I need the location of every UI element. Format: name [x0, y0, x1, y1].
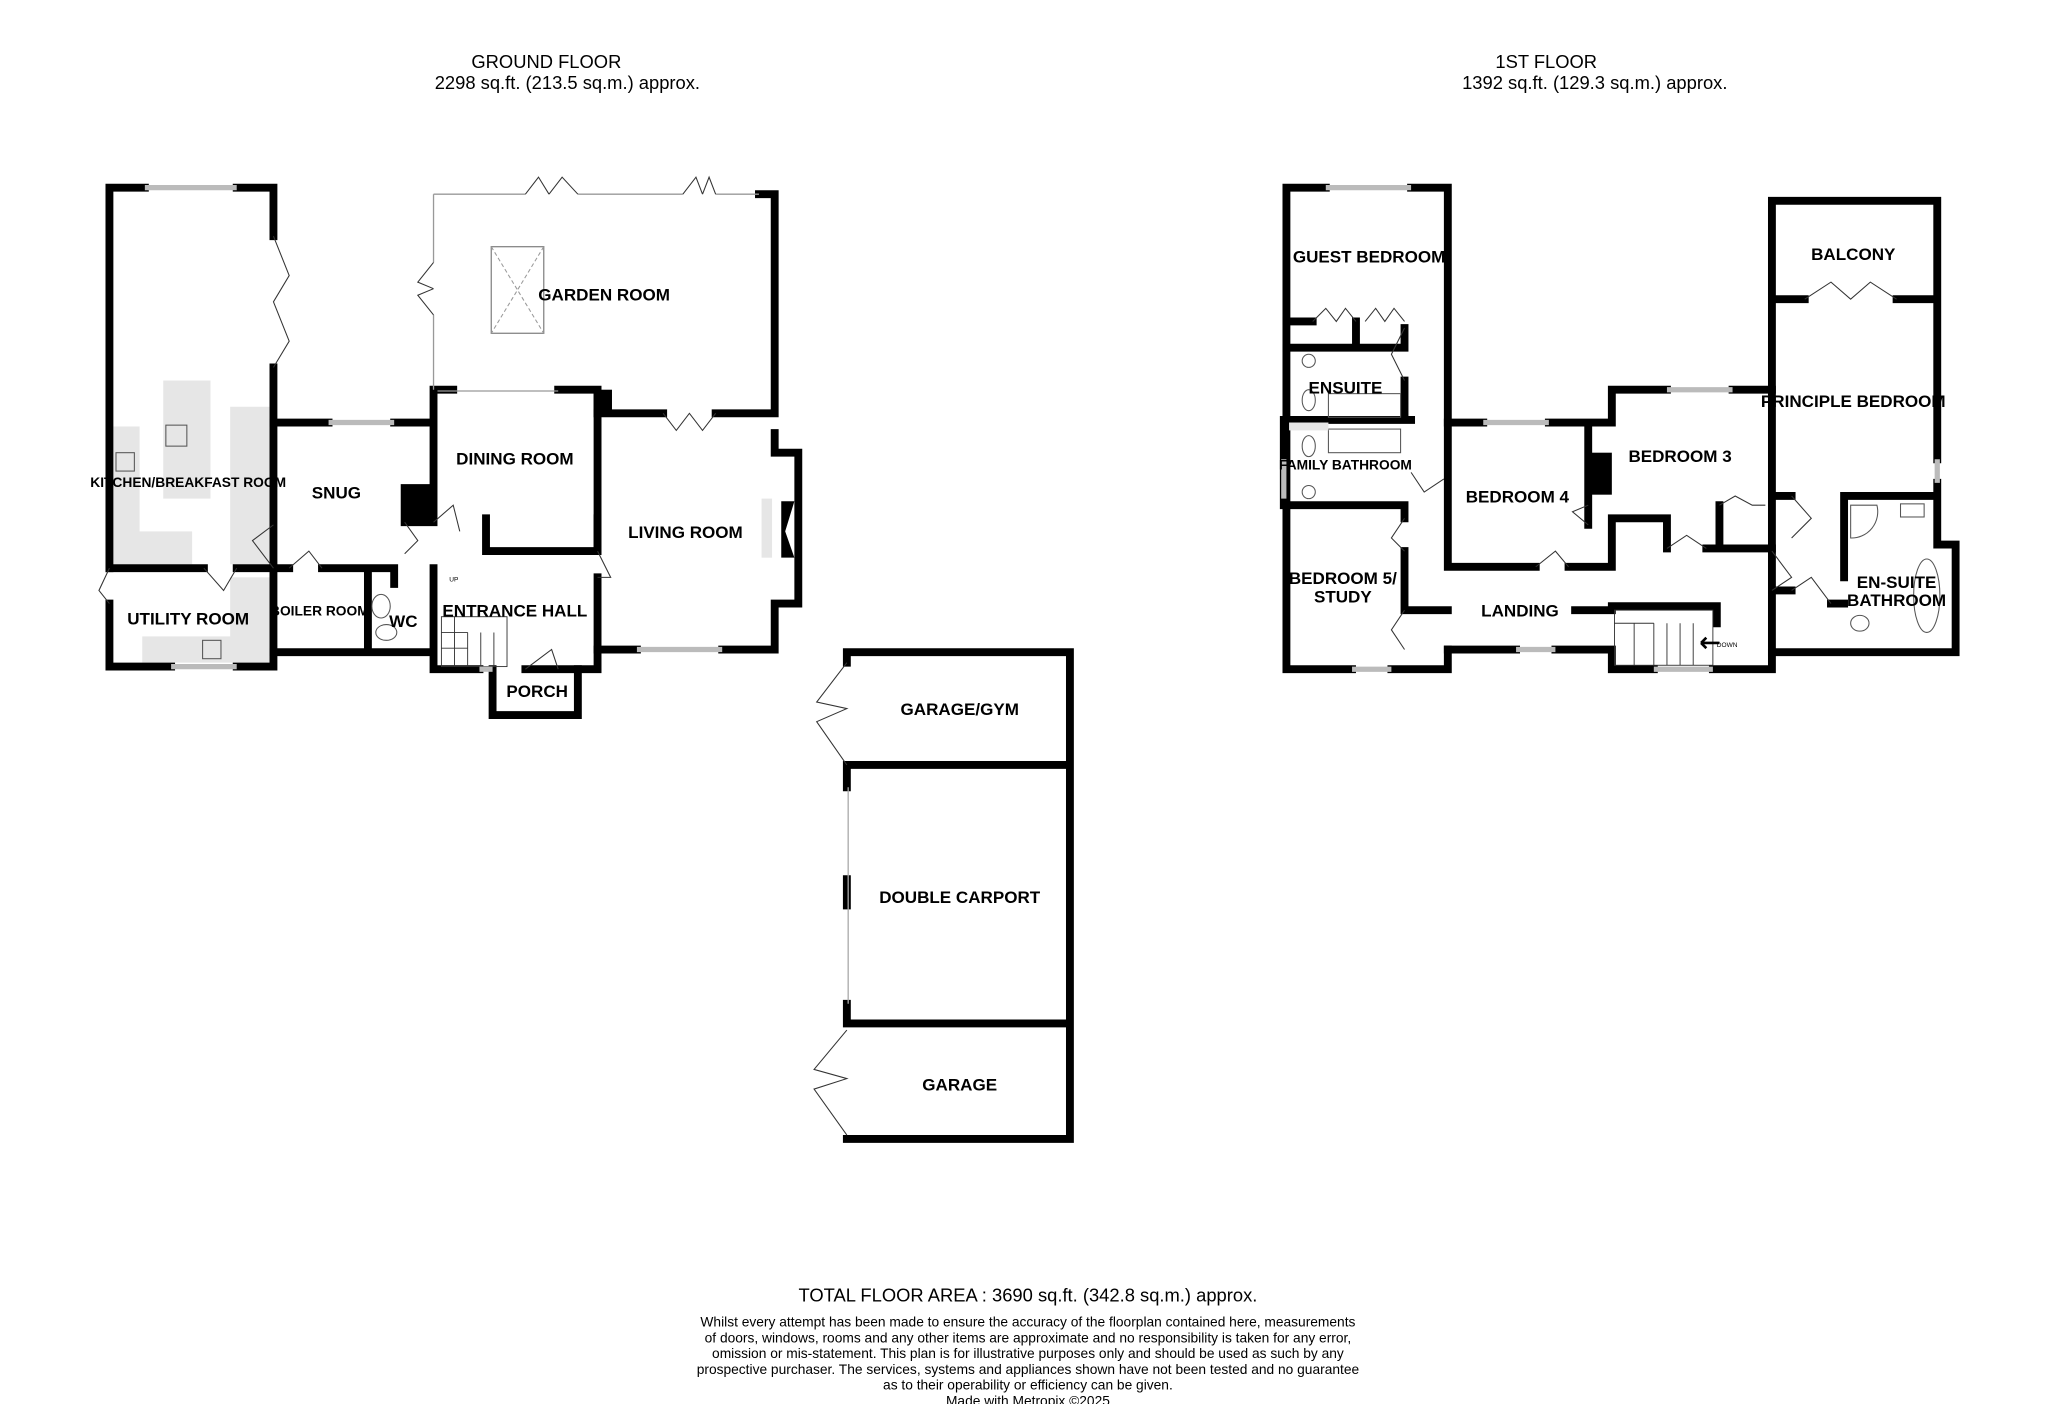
- ground-floor-plan: UP KITCHEN/BREAKFAS: [90, 175, 803, 720]
- outbuilding-plan: GARAGE/GYM DOUBLE CARPORT GARAGE: [813, 648, 1074, 1143]
- room-label-principle-bedroom: PRINCIPLE BEDROOM: [1761, 392, 1946, 411]
- hob-icon: [165, 424, 188, 447]
- room-label-wc: WC: [389, 612, 417, 631]
- room-label-utility-room: UTILITY ROOM: [127, 610, 249, 629]
- outbuilding-walls: [842, 648, 1074, 1143]
- dining-walls: [482, 385, 602, 556]
- lower-walls: [269, 564, 602, 674]
- disclaimer-line: omission or mis-statement. This plan is …: [712, 1346, 1344, 1361]
- porch-walls: [488, 665, 582, 720]
- room-label-landing: LANDING: [1481, 602, 1559, 621]
- stairs: [1614, 609, 1720, 666]
- room-label-balcony: BALCONY: [1811, 245, 1896, 264]
- landing-walls: [1443, 602, 1776, 674]
- room-label-living-room: LIVING ROOM: [628, 523, 743, 542]
- windows: [1281, 185, 1940, 672]
- room-label-garage-gym: GARAGE/GYM: [901, 700, 1019, 719]
- kitchen-counter: [230, 406, 270, 565]
- utility-counter: [230, 577, 270, 643]
- disclaimer-line: Whilst every attempt has been made to en…: [700, 1315, 1355, 1330]
- kitchen-walls: [105, 183, 278, 671]
- first-floor-title: 1ST FLOOR: [1495, 51, 1597, 72]
- fireplace-icon: [781, 501, 795, 558]
- disclaimer-line: prospective purchaser. The services, sys…: [697, 1362, 1360, 1377]
- chimney-block: [1585, 452, 1612, 495]
- windows: [144, 185, 723, 672]
- hearth: [761, 498, 773, 558]
- bathroom-fixtures: [1301, 353, 1941, 633]
- first-floor-area: 1392 sq.ft. (129.3 sq.m.) approx.: [1462, 72, 1727, 93]
- principle-walls: [1767, 196, 1960, 657]
- toilet-icon: [375, 624, 398, 641]
- sink-icon: [202, 639, 222, 660]
- room-label-garage: GARAGE: [922, 1075, 997, 1094]
- room-label-boiler-room: BOILER ROOM: [270, 603, 369, 618]
- vanity: [1289, 422, 1329, 431]
- basin-icon: [371, 593, 391, 619]
- room-label-snug: SNUG: [312, 484, 361, 503]
- room-label-en-suite-line1: EN-SUITE: [1857, 573, 1937, 592]
- stairs-up-label: UP: [449, 576, 459, 583]
- room-label-bedroom3: BEDROOM 3: [1628, 447, 1731, 466]
- room-label-kitchen: KITCHEN/BREAKFAST ROOM: [90, 475, 286, 490]
- disclaimer-line: as to their operability or efficiency ca…: [883, 1378, 1173, 1393]
- garage-doors: [813, 662, 849, 1136]
- guest-wing-walls: [1282, 183, 1452, 674]
- room-label-bedroom5-line1: BEDROOM 5/: [1289, 569, 1397, 588]
- total-floor-area: TOTAL FLOOR AREA : 3690 sq.ft. (342.8 sq…: [799, 1285, 1258, 1306]
- stairs: [440, 616, 508, 668]
- room-label-bedroom5-line2: STUDY: [1314, 587, 1372, 606]
- room-label-dining-room: DINING ROOM: [456, 450, 573, 469]
- sink-icon: [115, 452, 135, 472]
- room-label-guest-bedroom: GUEST BEDROOM: [1293, 247, 1445, 266]
- garden-room-walls: [593, 190, 779, 418]
- room-label-ensuite: ENSUITE: [1309, 379, 1383, 398]
- room-label-porch: PORCH: [506, 682, 568, 701]
- disclaimer-line: of doors, windows, rooms and any other i…: [705, 1330, 1352, 1345]
- room-label-en-suite-line2: BATHROOM: [1847, 591, 1946, 610]
- credit: Made with Metropix ©2025: [946, 1393, 1110, 1404]
- kitchen-counter: [113, 531, 193, 565]
- doors: [1312, 281, 1897, 650]
- room-label-bedroom4: BEDROOM 4: [1466, 488, 1570, 507]
- stairs-down-label: DOWN: [1717, 642, 1738, 649]
- doors: [98, 175, 717, 670]
- chimney-block: [593, 389, 612, 411]
- room-label-double-carport: DOUBLE CARPORT: [879, 888, 1041, 907]
- ground-floor-area: 2298 sq.ft. (213.5 sq.m.) approx.: [435, 72, 700, 93]
- snug-walls: [269, 385, 458, 527]
- garden-room-glazing: [432, 193, 759, 392]
- room-label-entrance-hall: ENTRANCE HALL: [442, 602, 587, 621]
- skylight: [490, 246, 545, 334]
- skylight-cross: [490, 246, 545, 334]
- chimney-block: [404, 488, 434, 524]
- room-label-garden-room: GARDEN ROOM: [538, 285, 670, 304]
- room-label-family-bathroom: FAMILY BATHROOM: [1279, 458, 1412, 473]
- ground-floor-title: GROUND FLOOR: [471, 51, 621, 72]
- first-floor-plan: DOWN: [1279, 183, 1960, 674]
